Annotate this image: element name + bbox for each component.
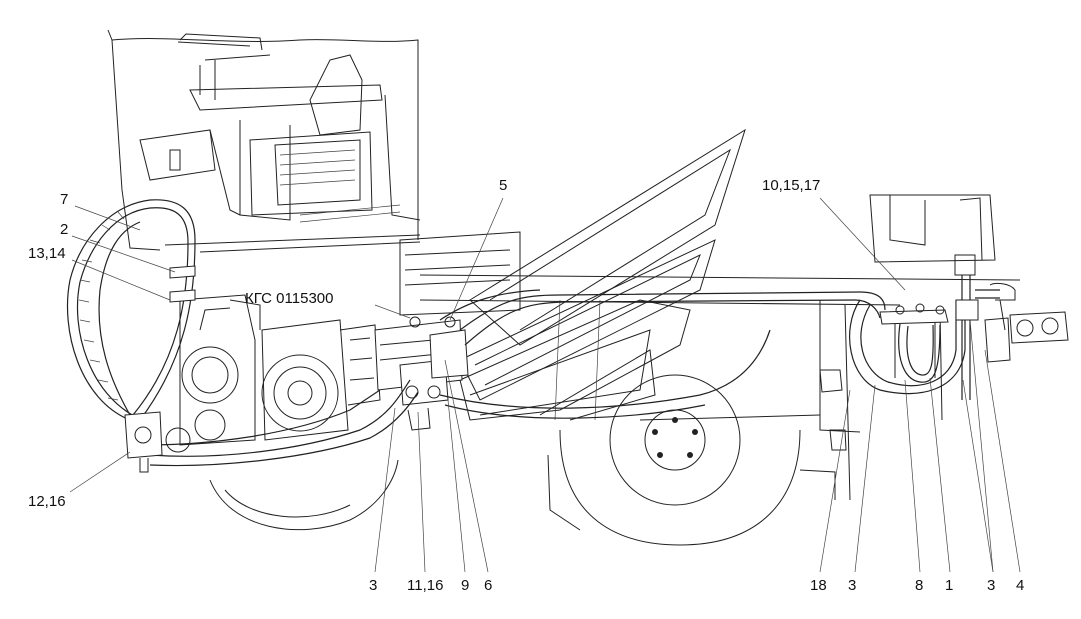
- callout-4: 4: [1016, 577, 1024, 594]
- callout-3-mid: 3: [848, 577, 856, 594]
- callout-13-14: 13,14: [28, 245, 66, 262]
- hydraulic-hoses: [66, 199, 1000, 473]
- callout-3-left: 3: [369, 577, 377, 594]
- callout-12-16: 12,16: [28, 493, 66, 510]
- front-wheel: [209, 459, 399, 531]
- callout-7: 7: [60, 191, 68, 208]
- callout-11-16: 11,16: [407, 577, 443, 594]
- leader-lines: [69, 197, 1021, 573]
- callout-6: 6: [484, 577, 492, 594]
- callout-5: 5: [499, 177, 507, 194]
- callout-8: 8: [915, 577, 923, 594]
- callout-labels: КГС 0115300 7 2 13,14 12,16 5 10,15,17 3…: [28, 177, 1024, 594]
- right-components: [869, 194, 1069, 378]
- callout-10-15-17: 10,15,17: [762, 177, 820, 194]
- callout-3-right: 3: [987, 577, 995, 594]
- rear-wheel: [547, 374, 836, 546]
- cab-structure: [107, 29, 421, 253]
- callout-9: 9: [461, 577, 469, 594]
- callout-18: 18: [810, 577, 827, 594]
- designation-label: КГС 0115300: [245, 290, 333, 307]
- callout-2: 2: [60, 221, 68, 238]
- valve-block: [374, 316, 469, 431]
- engine-block: [165, 294, 381, 453]
- side-panels: [399, 128, 746, 421]
- callout-1: 1: [945, 577, 953, 594]
